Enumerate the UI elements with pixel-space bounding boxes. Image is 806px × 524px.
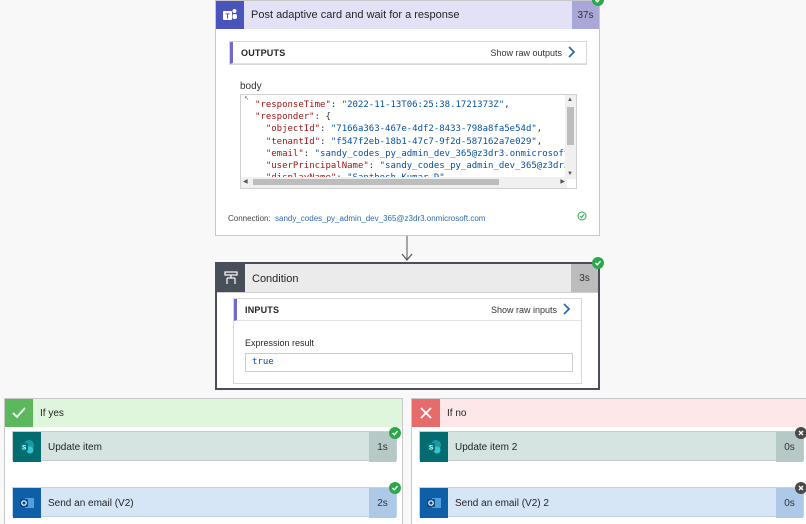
- json-key: "userPrincipalName": [265, 161, 369, 172]
- body-label: body: [240, 81, 262, 92]
- update-item-2-action[interactable]: S Update item 2 0s: [419, 431, 804, 462]
- send-email-2-skipped-icon: [795, 482, 806, 494]
- branch-if-yes: If yes S Update item 1s Send an email (V…: [4, 398, 403, 524]
- json-value: "2022-11-13T06:25:38.1721373Z": [341, 100, 505, 110]
- update-item-success-icon: [389, 427, 401, 439]
- json-key: "displayName": [266, 173, 336, 179]
- connection-label: Connection:: [228, 214, 271, 223]
- vertical-scroll-thumb[interactable]: [567, 107, 574, 145]
- json-key: "responder": [255, 112, 315, 123]
- svg-text:T: T: [225, 14, 230, 21]
- svg-text:S: S: [429, 445, 434, 452]
- svg-text:S: S: [22, 445, 27, 452]
- branch-if-no-header[interactable]: If no: [412, 399, 806, 427]
- show-raw-outputs-link[interactable]: Show raw outputs: [490, 48, 562, 58]
- expression-result-field: true: [245, 353, 573, 372]
- json-line: "objectId": "7166a363-467e-4df2-8433-798…: [265, 124, 543, 135]
- scroll-right-icon[interactable]: ▶: [560, 179, 565, 185]
- json-key: "email": [265, 148, 304, 159]
- top-left-corner-mark: ↖: [244, 96, 250, 102]
- vertical-scrollbar[interactable]: ▲ ▼: [565, 95, 576, 179]
- outputs-label: OUTPUTS: [241, 48, 286, 58]
- json-value: "f547f2eb-18b1-47c7-9f2d-587162a7e029": [330, 136, 537, 147]
- outputs-bar: OUTPUTS Show raw outputs: [230, 42, 586, 64]
- show-raw-inputs-link[interactable]: Show raw inputs: [490, 305, 557, 315]
- inputs-panel: INPUTS Show raw inputs Expression result…: [233, 298, 582, 384]
- teams-action-card[interactable]: T Post adaptive card and wait for a resp…: [215, 0, 600, 236]
- scroll-down-icon[interactable]: ▼: [567, 171, 573, 177]
- close-icon: [412, 399, 440, 427]
- update-item-title: Update item: [48, 442, 102, 453]
- json-value: "sandy_codes_py_admin_dev_365@z3dr3.onmi…: [314, 148, 567, 159]
- body-json-viewer[interactable]: "responseTime": "2022-11-13T06:25:38.172…: [240, 94, 577, 189]
- condition-title: Condition: [252, 273, 299, 285]
- connection-check-icon: [577, 211, 587, 221]
- json-line: "userPrincipalName": "sandy_codes_py_adm…: [255, 160, 567, 172]
- teams-action-duration: 37s: [572, 1, 599, 29]
- json-key: "responseTime": [255, 100, 331, 110]
- sharepoint-icon: S: [13, 432, 41, 462]
- inputs-label: INPUTS: [245, 305, 280, 315]
- update-item-2-title: Update item 2: [455, 442, 518, 453]
- json-line: "displayName": "Santhosh Kumar D": [255, 172, 567, 179]
- horizontal-scrollbar[interactable]: ◀ ▶: [241, 177, 567, 188]
- condition-card[interactable]: Condition 3s INPUTS Show raw inputs Expr…: [215, 262, 600, 390]
- condition-success-icon: [592, 257, 604, 269]
- condition-icon: [217, 264, 245, 292]
- send-email-action[interactable]: Send an email (V2) 2s: [12, 487, 397, 518]
- json-line: "responseTime": "2022-11-13T06:25:38.172…: [255, 100, 510, 110]
- horizontal-scroll-thumb[interactable]: [253, 179, 499, 185]
- send-email-2-action[interactable]: Send an email (V2) 2 0s: [419, 487, 804, 518]
- branch-if-yes-header[interactable]: If yes: [5, 399, 402, 427]
- chevron-right-icon[interactable]: [566, 45, 578, 59]
- json-key: "tenantId": [265, 136, 321, 147]
- outlook-icon: [13, 488, 41, 518]
- json-value: "sandy_codes_py_admin_dev_365@z3dr3.onmi…: [379, 161, 567, 172]
- expression-result-value: true: [252, 357, 274, 367]
- scroll-left-icon[interactable]: ◀: [243, 179, 248, 185]
- teams-action-title: Post adaptive card and wait for a respon…: [251, 9, 460, 21]
- update-item-2-skipped-icon: [795, 427, 806, 439]
- scroll-up-icon[interactable]: ▲: [567, 97, 573, 103]
- outlook-icon: [420, 488, 448, 518]
- send-email-2-title: Send an email (V2) 2: [455, 498, 549, 509]
- condition-header[interactable]: Condition 3s: [217, 264, 598, 293]
- sharepoint-icon: S: [420, 432, 448, 462]
- json-line: "tenantId": "f547f2eb-18b1-47c7-9f2d-587…: [265, 136, 543, 147]
- teams-success-icon: [592, 0, 604, 6]
- json-key: "objectId": [265, 124, 321, 135]
- teams-action-header[interactable]: T Post adaptive card and wait for a resp…: [216, 1, 599, 29]
- json-value: "7166a363-467e-4df2-8433-798a8fa5e54d": [330, 124, 537, 135]
- outputs-panel: OUTPUTS Show raw outputs: [229, 41, 587, 65]
- json-line: "responder": {: [255, 112, 331, 123]
- teams-icon: T: [216, 1, 244, 29]
- branch-if-yes-title: If yes: [40, 408, 64, 419]
- json-value: "Santhosh Kumar D": [347, 173, 445, 179]
- condition-duration: 3s: [571, 264, 598, 292]
- send-email-title: Send an email (V2): [48, 498, 134, 509]
- expression-result-label: Expression result: [245, 338, 315, 348]
- inputs-bar: INPUTS Show raw inputs: [234, 299, 581, 321]
- branch-if-no-title: If no: [447, 408, 467, 419]
- json-line: "email": "sandy_codes_py_admin_dev_365@z…: [255, 148, 567, 160]
- check-icon: [5, 399, 33, 427]
- branch-if-no: If no S Update item 2 0s Send an email (…: [411, 398, 806, 524]
- chevron-right-icon[interactable]: [561, 302, 573, 316]
- connection-value[interactable]: sandy_codes_py_admin_dev_365@z3dr3.onmic…: [275, 214, 486, 223]
- update-item-action[interactable]: S Update item 1s: [12, 431, 397, 462]
- json-code: "responseTime": "2022-11-13T06:25:38.172…: [241, 95, 567, 179]
- send-email-success-icon: [389, 482, 401, 494]
